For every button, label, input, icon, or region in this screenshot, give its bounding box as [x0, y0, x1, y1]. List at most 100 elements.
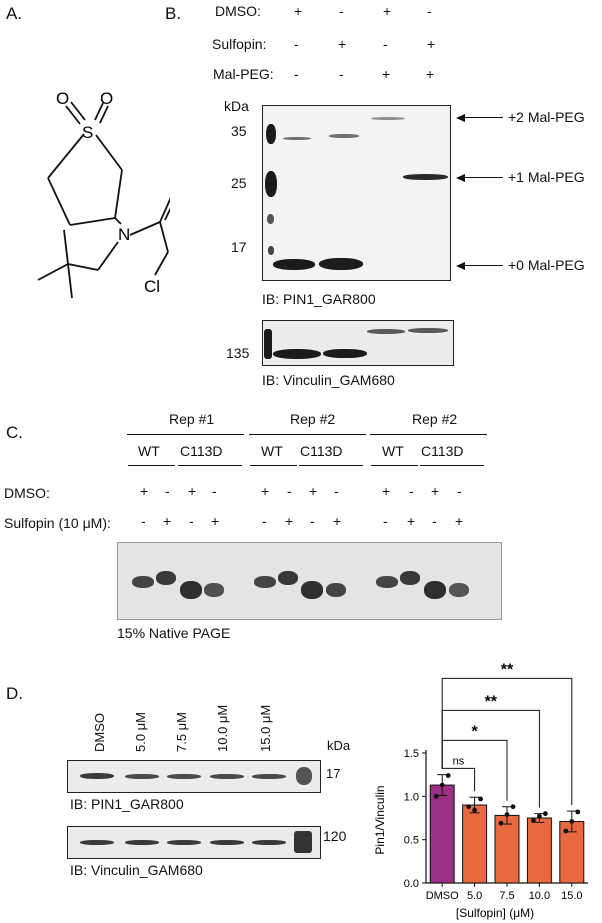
arrowhead	[456, 114, 465, 122]
gel-band	[326, 583, 346, 597]
vinculin-dose-blot	[67, 826, 321, 859]
ladder-band	[266, 124, 276, 144]
data-point	[531, 818, 536, 823]
panel-c-label: C.	[6, 423, 23, 442]
native-page-label: 15% Native PAGE	[117, 625, 231, 641]
rep-underline	[370, 434, 487, 435]
gel-band	[204, 583, 224, 597]
rep-underline	[127, 434, 244, 435]
group-underline	[299, 465, 363, 466]
sign: -	[427, 3, 432, 19]
x-axis-label: [Sulfopin] (μM)	[456, 906, 534, 920]
sign: +	[333, 513, 342, 529]
data-point	[537, 813, 542, 819]
significance-label: **	[501, 661, 514, 678]
arrowhead	[456, 174, 465, 182]
ladder-band	[296, 767, 312, 785]
rep-label: Rep #1	[169, 411, 215, 427]
pin1-malpeg-blot	[262, 105, 451, 281]
sign: +	[211, 513, 220, 529]
sign: -	[409, 483, 414, 499]
vinculin-malpeg-blot	[262, 320, 454, 366]
sign: -	[212, 483, 217, 499]
c113d-label: C113D	[180, 443, 223, 459]
arrowhead	[456, 262, 465, 270]
sign: -	[310, 513, 315, 529]
data-point	[498, 820, 504, 826]
vinculin-band	[80, 840, 114, 845]
gel-band	[278, 571, 298, 585]
dmso-row-label: DMSO:	[4, 485, 50, 501]
lane-label: 5.0 μM	[133, 711, 148, 752]
bar	[494, 814, 520, 884]
ladder-band	[264, 329, 272, 359]
data-point	[563, 828, 569, 834]
bar	[462, 804, 488, 884]
marker-17: 17	[231, 239, 247, 255]
data-point	[445, 773, 451, 778]
sign: -	[294, 36, 299, 52]
arrow-plus0	[460, 265, 503, 267]
sign: +	[163, 513, 172, 529]
vinculin-band	[252, 840, 286, 845]
ib-pin1-label: IB: PIN1_GAR800	[262, 291, 376, 307]
sign: -	[262, 513, 267, 529]
bar	[526, 817, 552, 884]
data-point	[472, 807, 477, 813]
panel-b-label: B.	[165, 4, 182, 23]
group-underline	[250, 465, 297, 466]
vinculin-band	[125, 840, 159, 845]
y-tick-label: 0.5	[404, 835, 419, 847]
ib-pin1-label: IB: PIN1_GAR800	[70, 796, 184, 812]
plus1-malpeg-label: +1 Mal-PEG	[508, 169, 585, 185]
gel-band	[156, 571, 176, 585]
band-35	[329, 134, 359, 138]
rep-label: Rep #2	[290, 411, 336, 427]
ladder-band	[267, 214, 274, 224]
sign: +	[140, 483, 149, 499]
pin1-band	[252, 774, 286, 779]
pin1-band	[125, 774, 159, 779]
vinculin-shift-band	[367, 329, 405, 334]
band-35	[283, 137, 311, 140]
sign: +	[382, 66, 391, 82]
data-point	[569, 819, 575, 824]
x-tick-label: 5.0	[467, 890, 482, 902]
sign: -	[339, 3, 344, 19]
sign: +	[285, 513, 294, 529]
sign: +	[188, 483, 197, 499]
lane-label: DMSO	[92, 713, 107, 752]
sign: -	[189, 513, 194, 529]
significance-label: ns	[453, 755, 465, 767]
sign: +	[431, 483, 440, 499]
sign: +	[455, 513, 464, 529]
gel-band	[449, 583, 469, 597]
lane-label: 15.0 μM	[258, 704, 273, 752]
c113d-label: C113D	[300, 443, 343, 459]
ladder-band	[265, 171, 277, 197]
sign: +	[294, 3, 303, 19]
data-point	[504, 812, 510, 817]
gel-band	[400, 571, 420, 585]
x-tick-label: DMSO	[426, 890, 459, 902]
data-point	[466, 804, 471, 810]
lane-label: 7.5 μM	[174, 711, 189, 752]
ladder-band	[268, 246, 274, 255]
wt-label: WT	[261, 443, 283, 459]
x-tick-label: 10.0	[529, 890, 550, 902]
y-tick-label: 1.5	[404, 748, 419, 760]
sign: -	[457, 483, 462, 499]
sign: -	[383, 36, 388, 52]
gel-band	[132, 576, 154, 588]
kda-label: kDa	[224, 98, 249, 114]
vinculin-band	[167, 840, 201, 845]
atom-o2: O	[100, 89, 113, 108]
native-page-gel	[117, 542, 502, 620]
data-point	[433, 793, 439, 799]
group-underline	[371, 465, 418, 466]
group-underline	[178, 465, 242, 466]
gel-band	[376, 576, 398, 588]
group-underline	[128, 465, 175, 466]
sulfopin-structure: S O O N O Cl	[37, 89, 170, 299]
